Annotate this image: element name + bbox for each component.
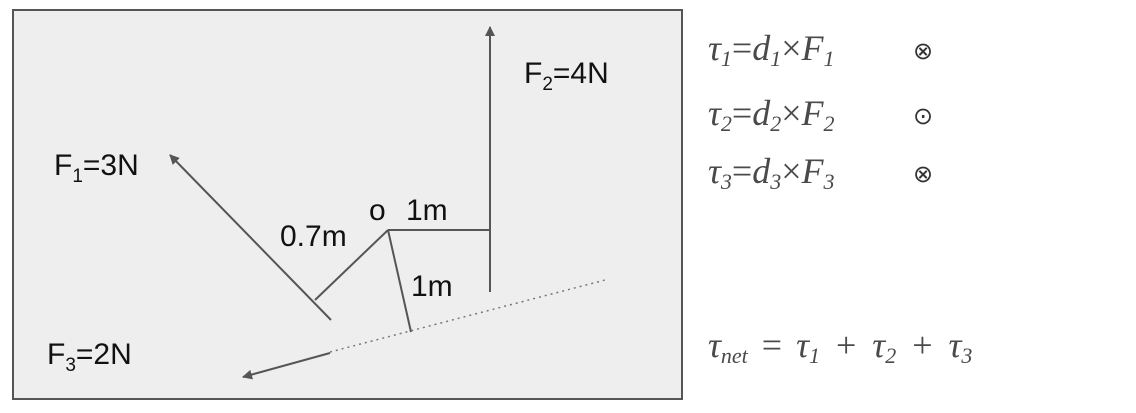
force-label-f2: F2=4N [524,57,609,95]
force-label-f3: F3=2N [47,338,132,376]
direction-into-page-icon: ⊗ [913,37,933,65]
net-torque-equation: τnet=τ1+τ2+τ3 [708,325,972,368]
equation-tau3: τ3=d3×F3 [708,151,835,194]
moment-arm-d3 [387,229,412,333]
force-label-f1: F1=3N [54,149,139,187]
direction-into-page-icon: ⊗ [913,160,933,188]
force-arrow-f3 [242,352,331,380]
distance-label-d2: 1m [406,194,448,227]
equation-tau1: τ1=d1×F1 [708,28,835,71]
distance-label-d3: 1m [411,270,453,303]
force-arrow-f1 [169,154,332,321]
pivot-label: o [369,194,386,227]
distance-label-d1: 0.7m [280,220,347,253]
diagram-panel [12,9,683,400]
torque-equations: τ1=d1×F1 ⊗ τ2=d2×F2 ⊙ τ3=d3×F3 ⊗ [708,28,933,194]
equation-tau2: τ2=d2×F2 [708,93,835,136]
moment-arm-d1 [314,229,389,301]
direction-out-of-page-icon: ⊙ [913,102,933,130]
